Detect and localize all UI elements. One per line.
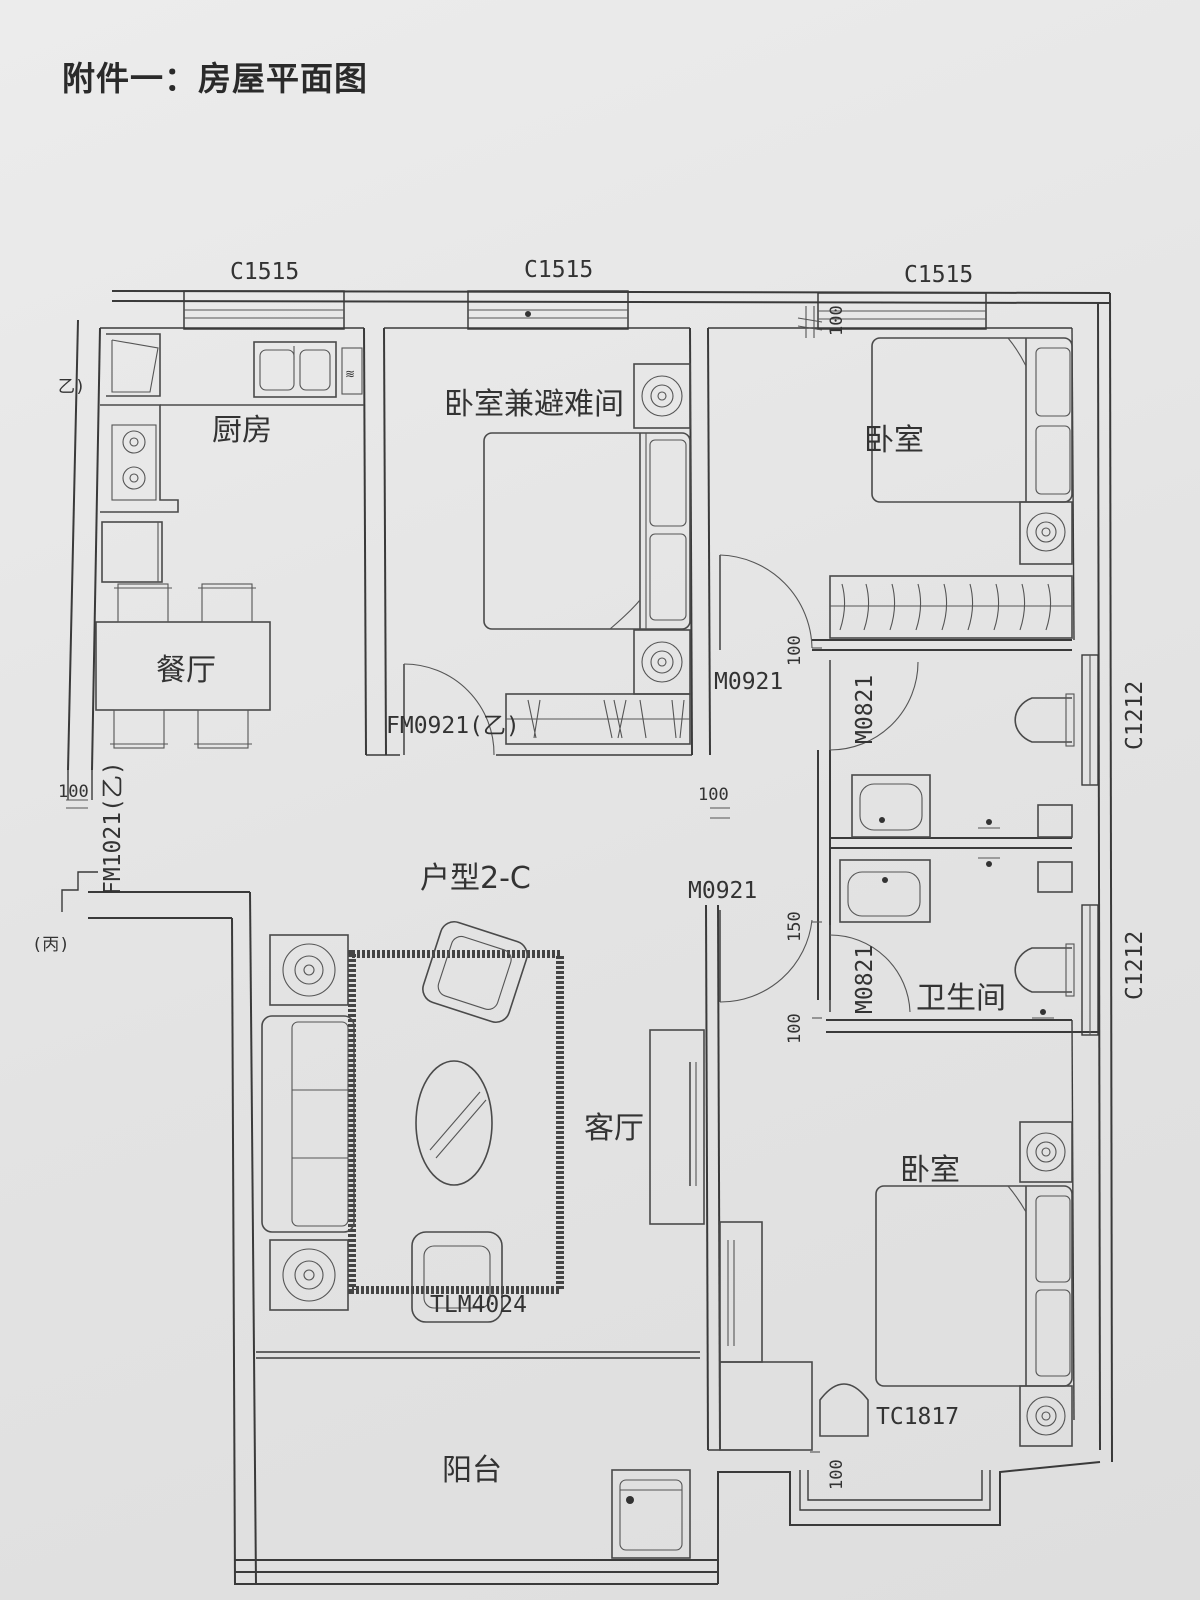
room-label-bathroom: 卫生间: [916, 981, 1006, 1016]
dim-bath2-100: 100: [785, 1013, 805, 1044]
dining-table: [95, 583, 271, 749]
door-label-tlm4024: TLM4024: [430, 1292, 527, 1318]
window-label-tc1817: TC1817: [876, 1404, 959, 1430]
window-label-c1515-2: C1515: [524, 257, 593, 283]
dimension-ticks: [66, 306, 823, 1453]
bathroom-fixtures: [839, 693, 1075, 1019]
door-label-m0921-se: M0921: [688, 878, 757, 904]
window-label-c1515-1: C1515: [230, 259, 299, 285]
unit-type-label: 户型2-C: [420, 861, 531, 896]
room-label-bedroom-se: 卧室: [900, 1153, 960, 1188]
bed-northeast: [829, 337, 1073, 639]
marker-bing: (丙): [32, 935, 69, 955]
doors: [67, 554, 919, 1013]
top-windows: [183, 290, 987, 330]
bath-windows: [1081, 654, 1099, 1036]
door-label-fm1021: FM1021(乙): [100, 761, 126, 895]
dim-ne-100: 100: [785, 635, 805, 666]
bed-refuge: [483, 363, 691, 745]
door-label-fm0921: FM0921(乙): [386, 713, 520, 739]
marker-yi: 乙): [58, 377, 85, 397]
door-label-m0921-ne: M0921: [714, 669, 783, 695]
kitchen-fixtures: ≋: [100, 333, 364, 583]
outer-walls: [61, 290, 1113, 1586]
room-label-living: 客厅: [584, 1111, 644, 1146]
room-label-dining: 餐厅: [156, 653, 216, 688]
window-label-c1515-3: C1515: [904, 262, 973, 288]
room-label-balcony: 阳台: [442, 1453, 502, 1488]
dim-top-100: 100: [827, 305, 847, 336]
dim-entry-100: 100: [58, 782, 89, 802]
door-label-m0821-1: M0821: [852, 675, 878, 744]
window-label-c1212-1: C1212: [1122, 681, 1148, 750]
dim-bottom-100: 100: [827, 1459, 847, 1490]
door-label-m0821-2: M0821: [852, 945, 878, 1014]
room-label-bedroom-ne: 卧室: [864, 423, 924, 458]
dim-bath-150: 150: [785, 911, 805, 942]
page-title: 附件一：房屋平面图: [62, 59, 368, 98]
bed-southeast: [719, 1121, 1073, 1451]
room-label-kitchen: 厨房: [212, 413, 272, 448]
balcony-fixtures: [611, 1469, 691, 1559]
svg-text:≋: ≋: [345, 367, 355, 381]
dim-center-100: 100: [698, 785, 729, 805]
room-label-bedroom-refuge: 卧室兼避难间: [444, 387, 624, 422]
interior-walls: [256, 327, 1100, 1451]
window-label-c1212-2: C1212: [1122, 931, 1148, 1000]
living-furniture: [261, 920, 705, 1323]
labels: C1515 C1515 C1515 C1212 C1212 TC1817 TLM…: [32, 257, 1148, 1490]
